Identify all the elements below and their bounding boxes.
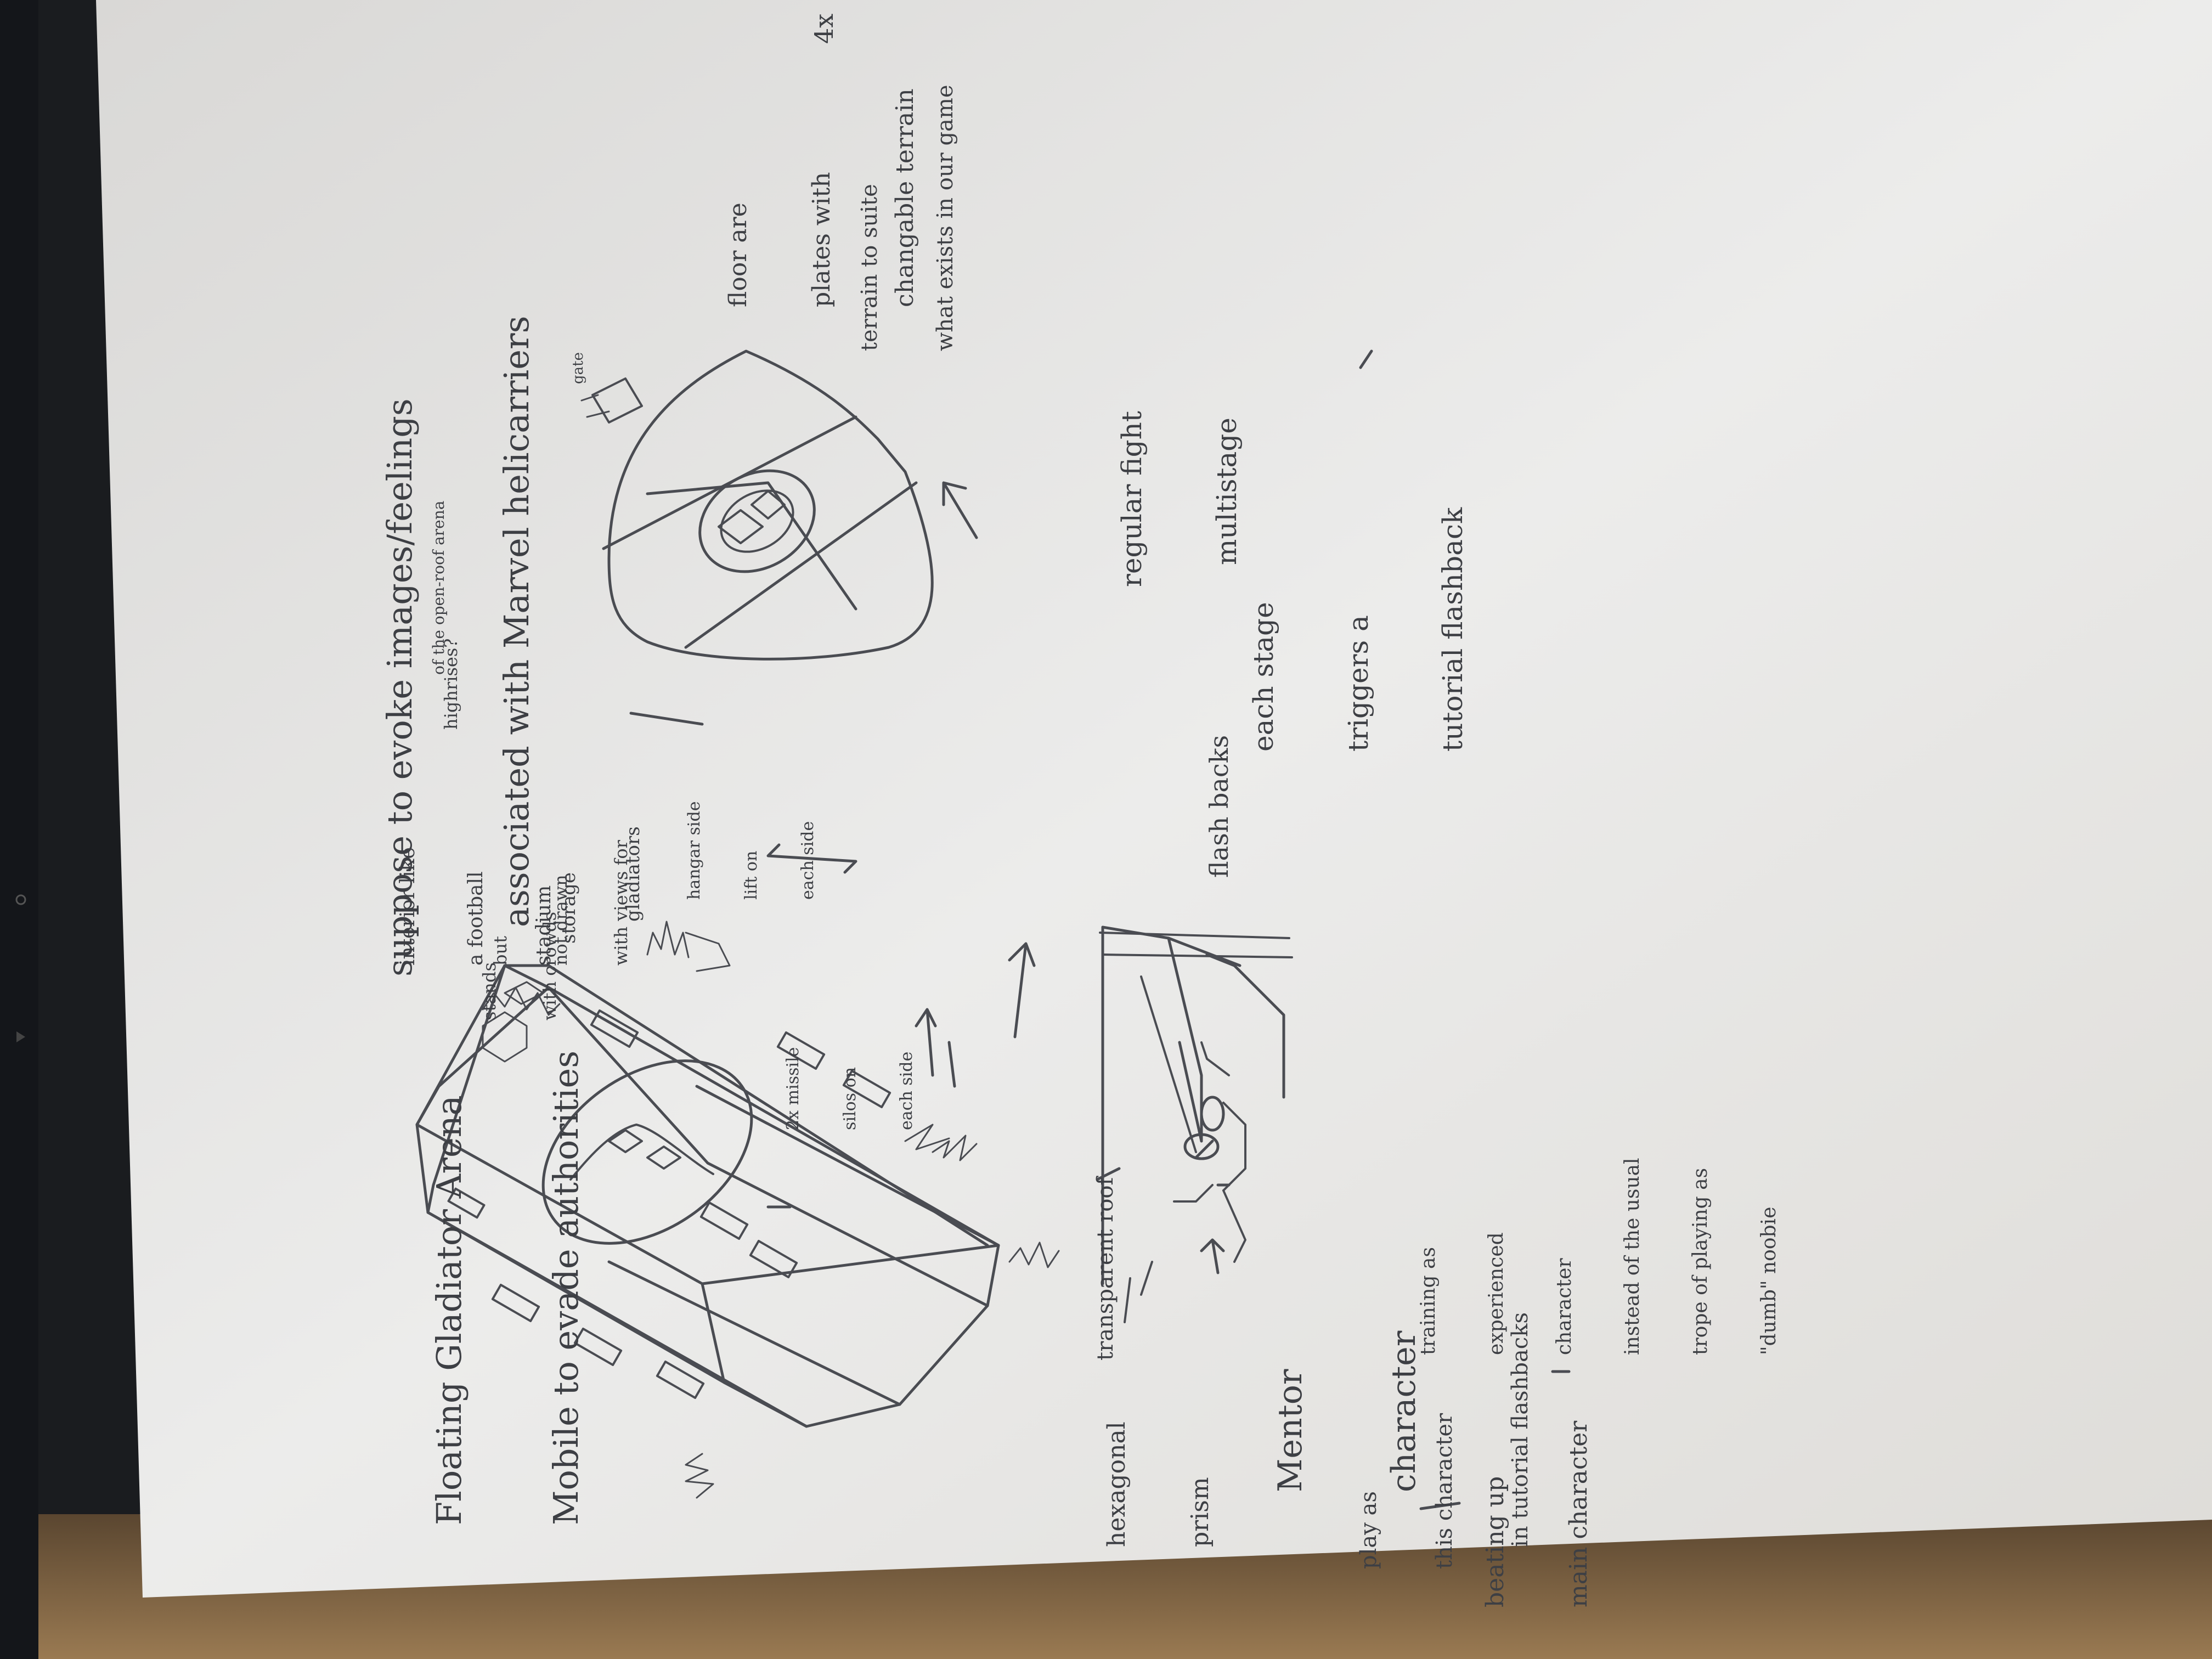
arrow-flashbacks: [766, 1183, 1231, 1209]
arena-title-line-2: Mobile to evade authorities: [546, 1050, 586, 1525]
count-line: 4x: [809, 13, 839, 44]
training-line-6: "dumb" noobie: [1757, 1206, 1780, 1355]
training-line-3: character: [1553, 1258, 1576, 1355]
missile-line-3: each side: [897, 1051, 916, 1130]
arrow-stage: [1096, 1167, 1121, 1181]
terrain-line-1: terrain to suite: [857, 184, 882, 351]
missile-line-2: silos on: [840, 1067, 860, 1130]
storage-line-2: gladiators: [622, 826, 645, 922]
training-line-1: training as: [1417, 1247, 1440, 1355]
hangar-line: hangar side: [685, 801, 704, 900]
floor-line-1: floor are: [724, 202, 753, 307]
training-line-4: instead of the usual: [1621, 1158, 1644, 1355]
storage-line-1: storage: [558, 872, 580, 944]
interior-line-1: interior like: [396, 847, 419, 966]
gate-note: gate: [538, 352, 603, 384]
terrain-note: terrain to suite what exists in our game: [806, 84, 983, 351]
stages-line-1: each stage: [1248, 602, 1279, 752]
arrow-arena-title: [1008, 942, 1036, 1039]
open-roof-line: of the open-roof arena: [430, 500, 448, 675]
flashbacks-line: flash backs: [1204, 735, 1234, 878]
paper-sheet: [96, 0, 2212, 1598]
missile-line-1: 2x missile: [783, 1047, 803, 1130]
arrow-hexagonal: [1419, 1502, 1461, 1510]
arrow-terrain: [1359, 349, 1373, 369]
terrain-line-2: what exists in our game: [933, 84, 958, 351]
stages-note: each stage triggers a tutorial flashback: [1185, 507, 1500, 752]
training-note: training as experienced character instea…: [1372, 1158, 1803, 1355]
tablet-edge: [0, 0, 38, 1659]
roof-note: transparent roof: [1042, 1177, 1143, 1361]
arena-prism-sketch: [415, 921, 1060, 1499]
lift-note: hangar side lift on each side: [647, 802, 837, 900]
lift-line-2: each side: [798, 821, 817, 900]
arrow-plan: [942, 481, 978, 539]
open-roof-note: of the open-roof arena: [395, 501, 466, 675]
missile-note: 2x missile silos on each side: [746, 1047, 935, 1130]
arena-floor-plan-sketch: [580, 349, 934, 661]
stages-line-3: tutorial flashback: [1437, 507, 1469, 752]
flashbacks-note: flash backs: [1147, 735, 1263, 878]
stands-line-1: stands: [478, 962, 500, 1020]
beating-note: beating up main character: [1426, 1421, 1621, 1607]
training-line-5: trope of playing as: [1689, 1167, 1712, 1355]
regular-line-1: regular fight: [1116, 411, 1148, 587]
arrow-flash-double: [766, 843, 857, 874]
roof-line: transparent roof: [1093, 1177, 1118, 1361]
hexagonal-line-1: hexagonal: [1103, 1421, 1131, 1547]
arrow-floor: [629, 712, 704, 726]
training-line-2: experienced: [1485, 1232, 1508, 1355]
beating-line-1: beating up: [1481, 1476, 1510, 1607]
staff-sketch: [1099, 932, 1293, 958]
tablet-button: [15, 894, 26, 905]
count-note: 4x: [752, 14, 868, 44]
arena-title-line-1: Floating Gladiator Arena: [428, 1095, 469, 1525]
tablet-chevron: [16, 1031, 25, 1042]
mentor-line-1: Mentor: [1271, 1369, 1310, 1492]
arrow-not-drawn: [947, 1041, 956, 1088]
gate-line: gate: [569, 352, 586, 384]
beating-line-2: main character: [1564, 1420, 1593, 1607]
storage-note: storage gladiators: [516, 826, 666, 944]
lift-line-1: lift on: [741, 850, 761, 900]
arrow-interior: [915, 1008, 937, 1077]
arena-title-note: Floating Gladiator Arena Mobile to evade…: [351, 1051, 625, 1525]
stages-line-2: triggers a: [1342, 615, 1374, 752]
arrow-mentor: [1200, 1238, 1225, 1274]
